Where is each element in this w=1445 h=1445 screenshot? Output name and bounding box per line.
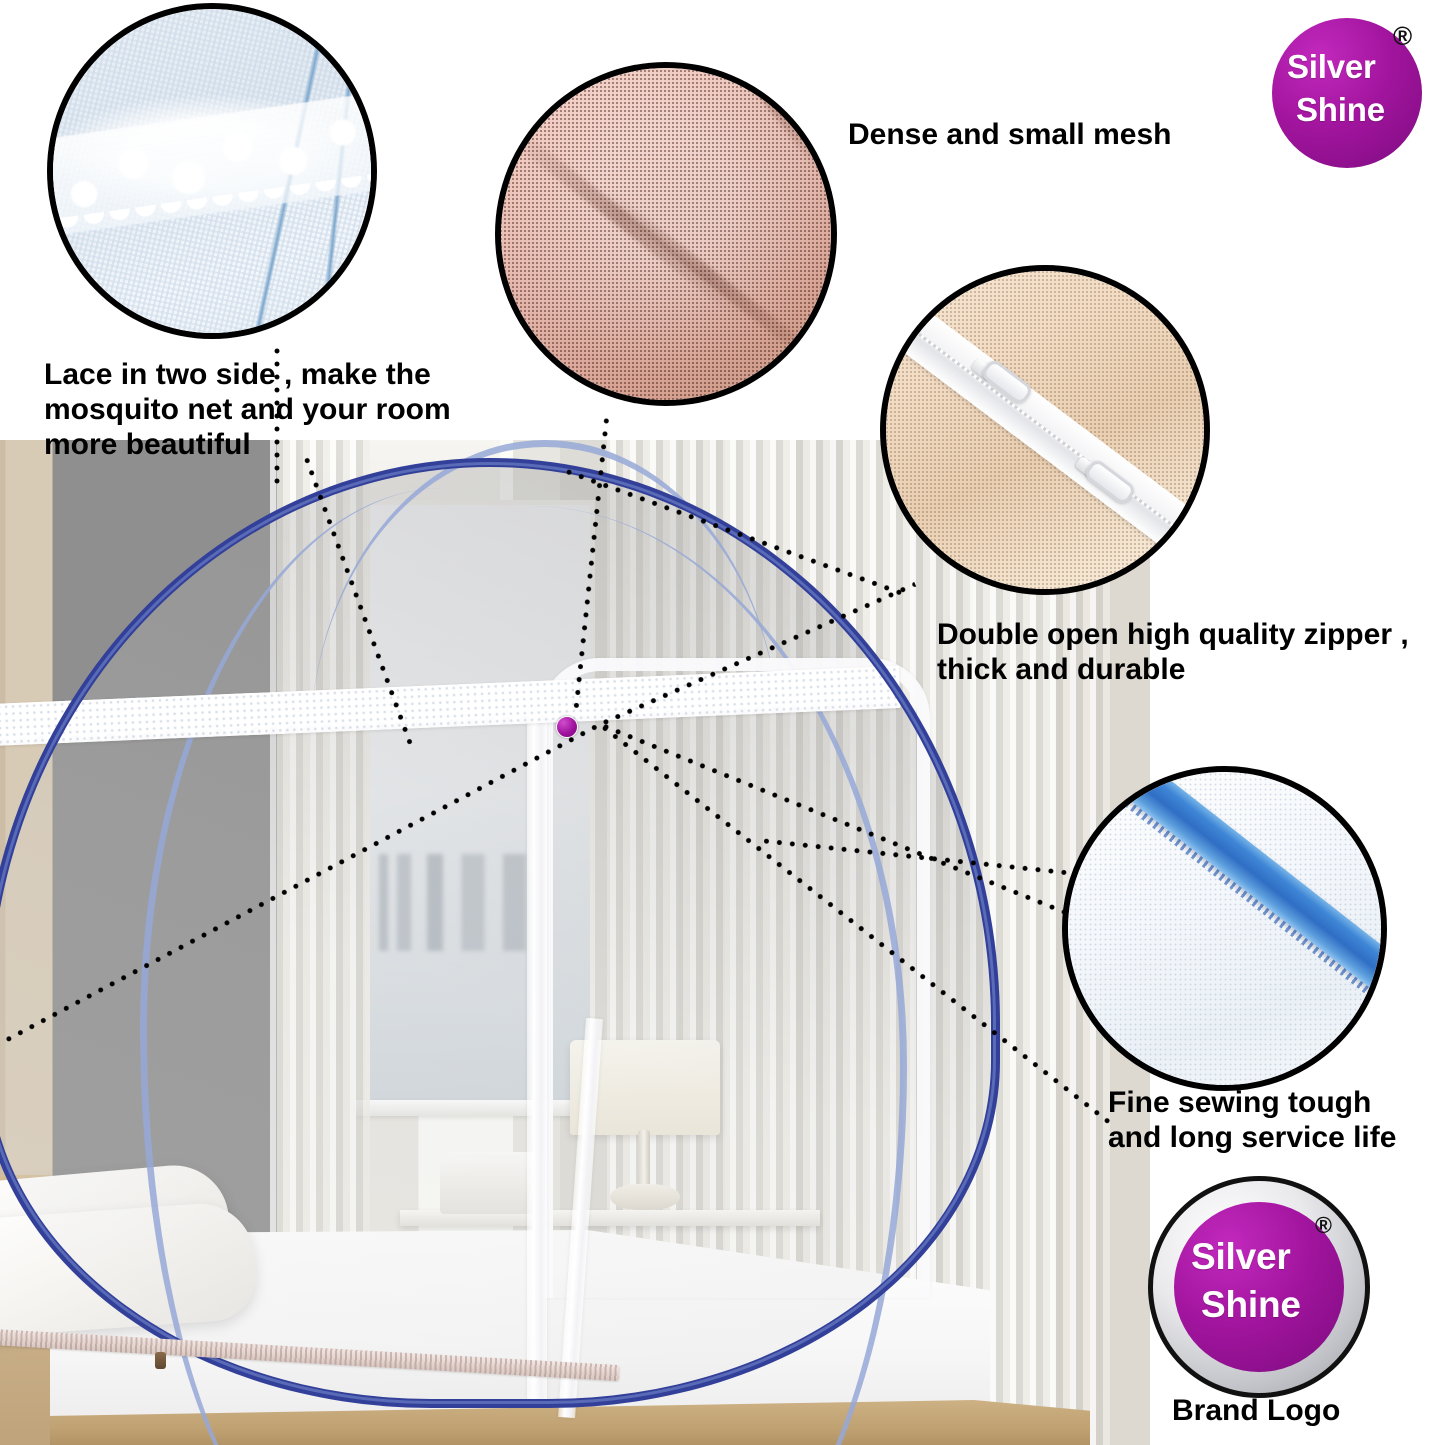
callout-label-zipper: Double open high quality zipper , thick … xyxy=(937,618,1409,686)
logo-text-shine-badge: Shine xyxy=(1201,1284,1301,1325)
registered-trademark-icon: ® xyxy=(1393,21,1413,51)
product-photo-scene xyxy=(0,440,1150,1445)
callout-bubble-zipper xyxy=(880,265,1210,595)
callout-label-brand-logo: Brand Logo xyxy=(1172,1394,1341,1427)
callout-bubble-brand-logo: Silver Shine ® xyxy=(1148,1176,1370,1398)
logo-text-shine: Shine xyxy=(1296,91,1385,128)
logo-text-silver-badge: Silver xyxy=(1191,1236,1291,1277)
callout-label-mesh: Dense and small mesh xyxy=(848,118,1172,151)
brand-logo-header: Silver Shine ® xyxy=(1272,18,1422,168)
logo-text-silver: Silver xyxy=(1287,48,1376,85)
mesh-weave-dots xyxy=(501,68,831,400)
brand-logo-disc-badge: Silver Shine xyxy=(1174,1202,1344,1372)
net-bottom-zip-pull xyxy=(155,1352,166,1369)
callout-label-lace: Lace in two side , make the mosquito net… xyxy=(44,358,451,461)
callout-bubble-sewing xyxy=(1062,766,1387,1091)
callout-bubble-mesh xyxy=(495,62,837,406)
callout-label-sewing: Fine sewing tough and long service life xyxy=(1108,1086,1397,1154)
registered-trademark-icon-badge: ® xyxy=(1315,1212,1332,1238)
callout-bubble-lace xyxy=(47,3,377,339)
brand-logo-disc: Silver Shine xyxy=(1272,18,1422,168)
